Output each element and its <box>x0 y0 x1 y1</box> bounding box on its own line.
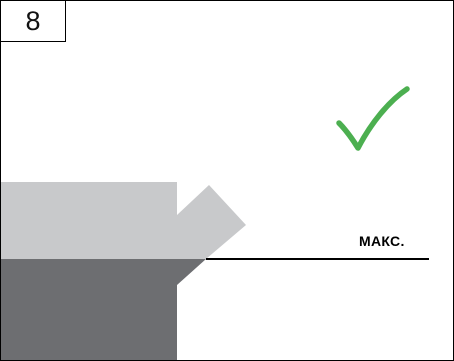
check-mark-icon <box>336 86 410 151</box>
max-level-label: МАКС. <box>359 233 405 249</box>
container-upper-wall <box>1 182 246 259</box>
step-number: 8 <box>25 5 41 36</box>
liquid-fill <box>1 259 206 360</box>
step-number-box: 8 <box>1 1 66 42</box>
